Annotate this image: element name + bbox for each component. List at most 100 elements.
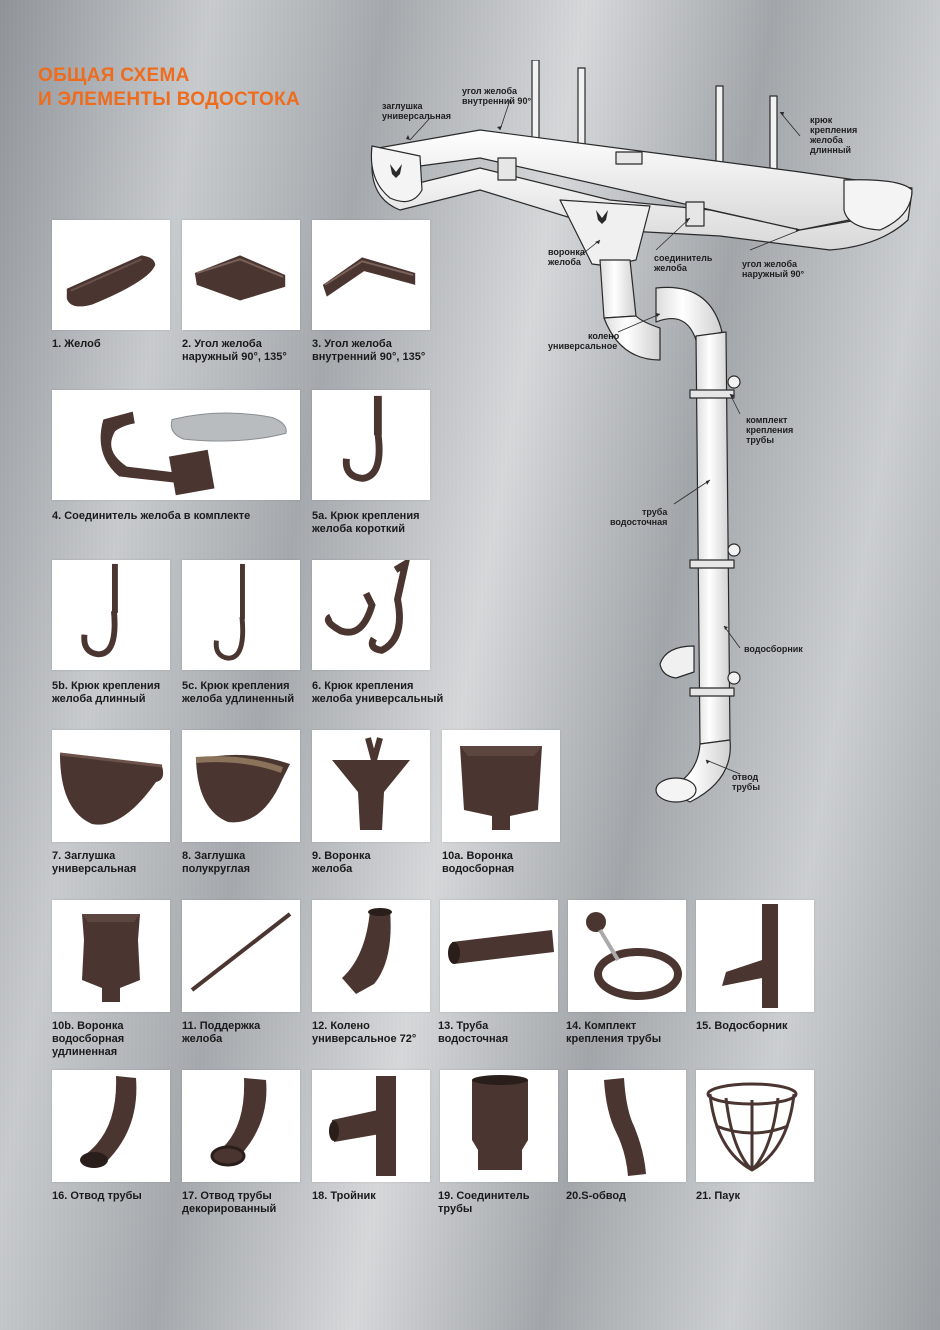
callout-line: наружный 90° [742, 269, 805, 279]
outer-corner-icon [194, 255, 286, 301]
caption-line: 10a. Воронка [442, 850, 513, 862]
callout-line: трубы [746, 435, 775, 445]
product-image-7 [182, 560, 300, 670]
pipe-outlet-icon [80, 1076, 137, 1168]
caption-line: универсальная [52, 863, 137, 875]
product-image-24 [696, 1070, 814, 1182]
product-image-18 [696, 900, 814, 1012]
callout-line: угол желоба [462, 86, 518, 96]
caption-line: 5b. Крюк крепления [52, 680, 161, 692]
caption-line: желоба удлиненный [182, 693, 295, 705]
product-image-15 [312, 900, 430, 1012]
decorated-outlet-icon [210, 1078, 267, 1167]
product-image-4 [52, 390, 300, 500]
callout-long-hook: крюк крепления желоба длинный [810, 115, 857, 155]
downpipe-icon [448, 930, 554, 964]
callout-line: отвод [732, 772, 759, 782]
callout-elbow: колено универсальное [548, 331, 619, 351]
collector-box-icon [460, 746, 542, 830]
caption-line: 5c. Крюк крепления [182, 680, 290, 692]
product-image-23 [568, 1070, 686, 1182]
callout-inner-corner: угол желоба внутренний 90° [462, 86, 531, 106]
product-image-1 [52, 220, 170, 330]
callout-line: комплект [746, 415, 788, 425]
product-image-2 [182, 220, 300, 330]
caption-line: 1. Желоб [52, 338, 101, 350]
end-cap-icon [59, 752, 164, 825]
callout-line: водосточная [610, 517, 668, 527]
long-collector-box-icon [82, 914, 140, 1002]
caption-line: 19. Соединитель [438, 1190, 530, 1202]
caption-line: 7. Заглушка [52, 850, 116, 862]
caption-line: 21. Паук [696, 1190, 740, 1202]
round-end-cap-icon [195, 754, 290, 823]
pipe-clamp-icon [586, 912, 682, 1000]
caption-line: 18. Тройник [312, 1190, 376, 1202]
caption-line: удлиненная [52, 1046, 118, 1058]
product-image-16 [440, 900, 558, 1012]
product-image-3 [312, 220, 430, 330]
caption-line: 14. Комплект [566, 1020, 637, 1032]
product-image-14 [182, 900, 300, 1012]
callout-line: трубы [732, 782, 761, 792]
caption-line: универсальное 72° [312, 1033, 417, 1045]
product-caption-23: 20.S-обвод [566, 1190, 626, 1203]
callout-gutter-connector: соединитель желоба [654, 253, 712, 273]
product-caption-21: 18. Тройник [312, 1190, 376, 1203]
callout-line: крепления [746, 425, 794, 435]
caption-line: полукруглая [182, 863, 251, 875]
caption-line: наружный 90°, 135° [182, 351, 287, 363]
title-line-1: ОБЩАЯ СХЕМА [38, 65, 190, 86]
product-image-9 [52, 730, 170, 842]
product-image-19 [52, 1070, 170, 1182]
product-image-12 [442, 730, 560, 842]
product-image-11 [312, 730, 430, 842]
universal-hook-icon [324, 560, 410, 654]
callout-outlet: отвод трубы [732, 772, 760, 792]
caption-line: 10b. Воронка [52, 1020, 124, 1032]
product-image-5 [312, 390, 430, 500]
callout-line: угол желоба [742, 259, 798, 269]
s-bend-icon [604, 1078, 646, 1176]
caption-line: водосточная [438, 1033, 509, 1045]
caption-line: 3. Угол желоба [312, 338, 392, 350]
caption-line: крепления трубы [566, 1033, 662, 1045]
product-image-6 [52, 560, 170, 670]
callout-pipe-clamp: комплект крепления трубы [746, 415, 793, 445]
leaf-guard-icon [706, 1082, 798, 1172]
callout-gutter-funnel: воронка желоба [548, 247, 585, 267]
callout-line: длинный [810, 145, 852, 155]
product-caption-18: 15. Водосборник [696, 1020, 788, 1033]
caption-line: 16. Отвод трубы [52, 1190, 142, 1202]
callout-water-collector: водосборник [744, 644, 803, 654]
product-image-20 [182, 1070, 300, 1182]
callout-line: колено [588, 331, 620, 341]
callout-line: универсальная [382, 111, 451, 121]
gutter-support-icon [190, 912, 292, 992]
callout-line: крюк [810, 115, 833, 125]
callout-line: крепления [810, 125, 858, 135]
caption-line: 9. Воронка [312, 850, 371, 862]
caption-line: 13. Труба [438, 1020, 489, 1032]
gutter-connector-icon [100, 411, 287, 496]
caption-line: декорированный [182, 1203, 277, 1215]
elbow-72-icon [342, 908, 392, 994]
gutter-funnel-icon [332, 737, 410, 830]
tee-icon [329, 1076, 396, 1176]
short-hook-icon [342, 395, 383, 482]
gutter-icon [66, 255, 156, 307]
title-line-2: И ЭЛЕМЕНТЫ ВОДОСТОКА [38, 89, 301, 110]
product-image-13 [52, 900, 170, 1012]
caption-line: 12. Колено [312, 1020, 370, 1032]
diagram-drawing [370, 60, 913, 803]
product-image-8 [312, 560, 430, 670]
